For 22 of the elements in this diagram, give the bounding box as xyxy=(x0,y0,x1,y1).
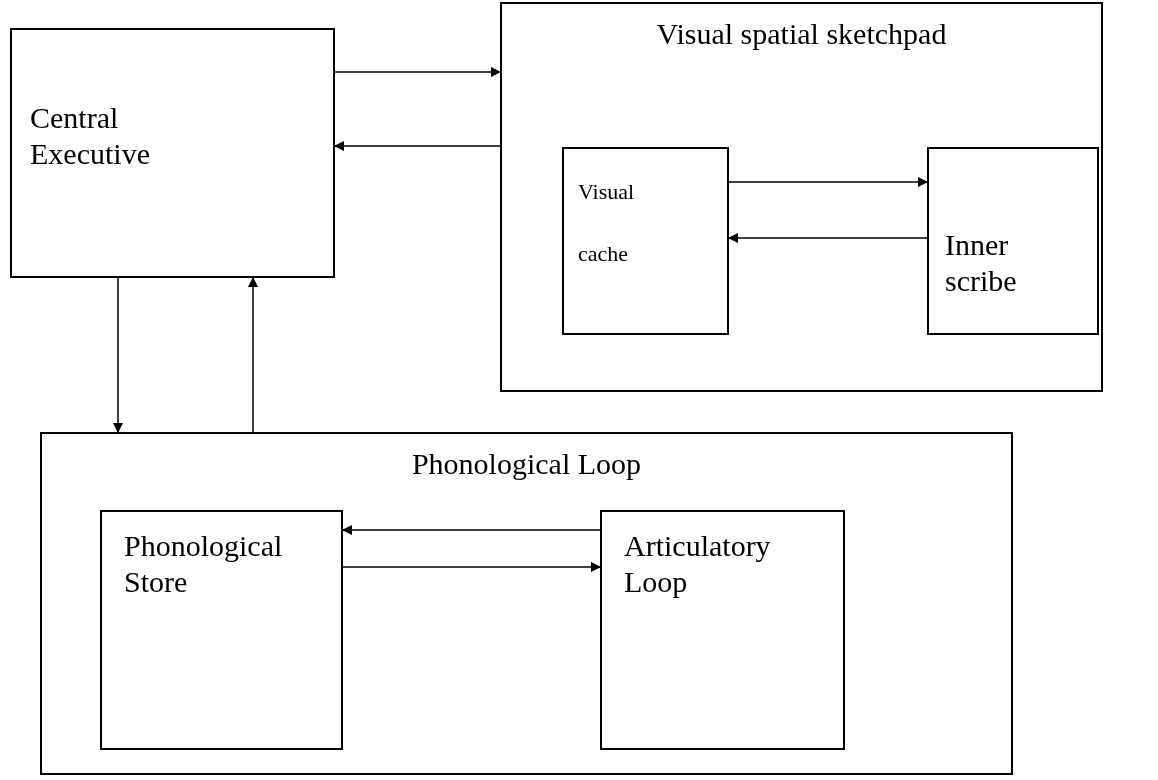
box-label: Visual spatial sketchpad xyxy=(655,16,948,52)
box-label: Phonological Loop xyxy=(410,446,643,482)
arrow xyxy=(113,277,123,433)
process-box xyxy=(927,147,1099,335)
process-box xyxy=(500,2,1103,392)
process-box xyxy=(600,510,845,750)
arrow xyxy=(248,277,258,433)
arrow xyxy=(334,67,501,77)
arrow xyxy=(728,177,928,187)
arrow xyxy=(342,525,601,535)
arrow xyxy=(342,562,601,572)
process-box xyxy=(100,510,343,750)
box-label: Central Executive xyxy=(29,100,151,172)
process-box xyxy=(562,147,729,335)
box-label: Inner scribe xyxy=(944,227,1018,299)
process-box xyxy=(40,432,1013,775)
arrow xyxy=(334,141,501,151)
box-label: Phonological Store xyxy=(123,528,284,600)
arrow xyxy=(728,233,928,243)
box-label: Visual cache xyxy=(577,178,636,268)
process-box xyxy=(10,28,335,278)
box-label: Articulatory Loop xyxy=(623,528,772,600)
